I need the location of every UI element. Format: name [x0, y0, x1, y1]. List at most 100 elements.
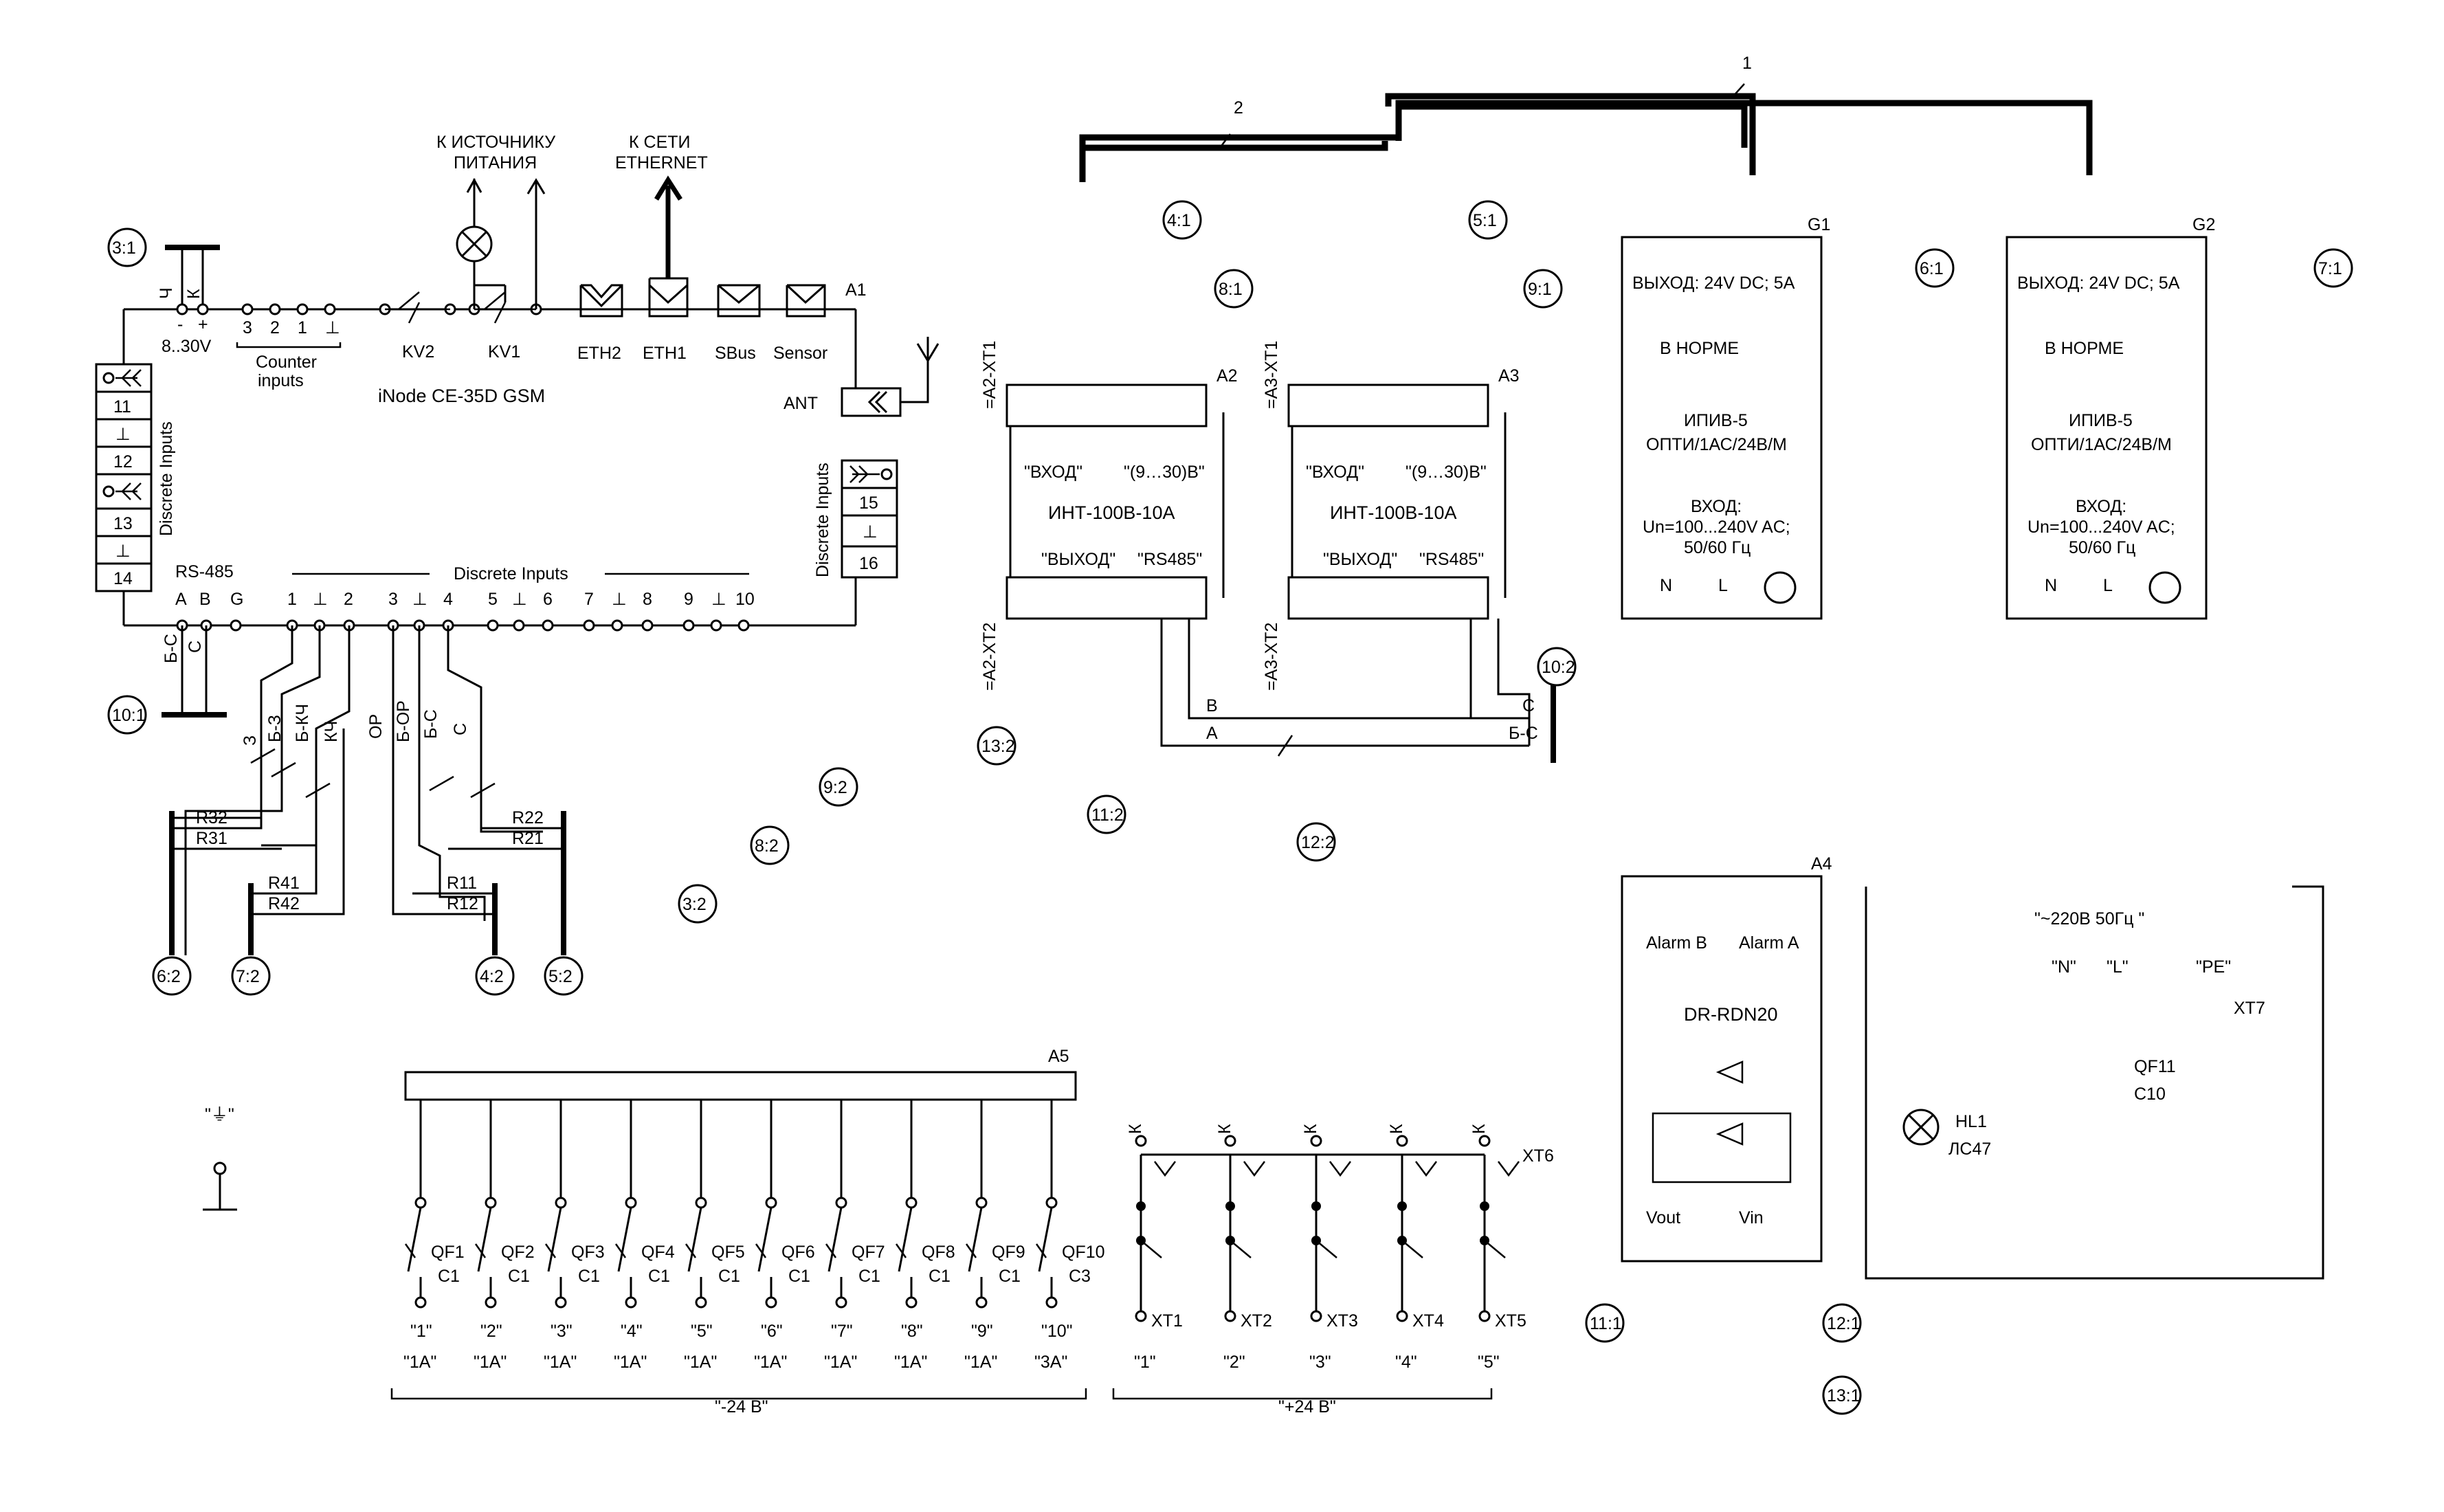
a5-ref: A5: [1048, 1047, 1069, 1066]
di-wire-bs: Б-С: [421, 709, 441, 739]
antenna: ANT: [784, 337, 940, 417]
bus-2: 2: [1079, 98, 1388, 182]
g2-ground-icon: [2148, 571, 2181, 604]
ref-7-2: 7:2: [231, 956, 271, 996]
xt6-term-5-name: XT5: [1495, 1311, 1526, 1331]
breaker-9-num: "9": [971, 1322, 993, 1341]
di-left-13: 13: [113, 514, 133, 533]
xt6-term-4: XT4"4"К: [1387, 1124, 1444, 1372]
breaker-5-name: QF5: [711, 1243, 745, 1262]
res-r21: R21: [512, 829, 544, 848]
ref-10-1-label: 10:1: [112, 706, 146, 725]
bus-1: 1: [1079, 54, 2093, 175]
a3-int-module: A3 "ВХОД" "(9…30)В" ИНТ-100В-10А "ВЫХОД"…: [1262, 341, 1520, 691]
a1-ref: A1: [845, 280, 867, 300]
mains-hl1: HL1: [1955, 1112, 1987, 1131]
di-pin-gnd-3: ⊥: [512, 590, 527, 609]
counter-label-2: inputs: [258, 371, 304, 390]
di-right-block: 15 ⊥ 16 Discrete Inputs: [813, 459, 898, 579]
source-label-2: ПИТАНИЯ: [454, 153, 537, 173]
g2-input-3: 50/60 Гц: [2069, 538, 2135, 557]
a4-alarm-a: Alarm A: [1739, 933, 1799, 953]
eth-label-1: К СЕТИ: [629, 133, 690, 152]
a1-model: iNode CE-35D GSM: [378, 386, 545, 406]
mains-pe: "PE": [2196, 957, 2231, 977]
ref-9-2: 9:2: [819, 767, 858, 807]
g2-input-1: ВХОД:: [2076, 497, 2126, 516]
g2-input-2: Un=100...240V AC;: [2028, 518, 2175, 537]
a2-range: "(9…30)В": [1124, 463, 1205, 482]
di-left-block: 11 ⊥ 12 13 ⊥ 14 Discrete Inputs: [95, 363, 176, 592]
ref-8-1: 8:1: [1214, 269, 1254, 309]
breaker-10-num: "10": [1041, 1322, 1073, 1341]
g1-output: ВЫХОД: 24V DC; 5A: [1632, 274, 1795, 293]
a3-rs485: "RS485": [1419, 550, 1484, 569]
xt6-term-5-wire: К: [1469, 1124, 1489, 1134]
breaker-7-type: C1: [858, 1267, 880, 1286]
a3-xt2: =A3-XT2: [1262, 623, 1281, 691]
ref-10-2: 10:2: [1537, 647, 1577, 687]
mains-qf11: QF11: [2134, 1057, 2176, 1076]
g1-model-1: ИПИВ-5: [1684, 411, 1748, 430]
ref-13-1-label: 13:1: [1827, 1386, 1860, 1405]
a3-input: "ВХОД": [1306, 463, 1364, 482]
di-left-14: 14: [113, 569, 133, 588]
g2-n: N: [2045, 576, 2057, 595]
di-wire-s: С: [451, 723, 470, 735]
ref-11-2: 11:2: [1087, 794, 1126, 834]
ground-label: "⏚": [205, 1105, 234, 1124]
di-right-16: 16: [859, 554, 878, 573]
a4-vin: Vin: [1739, 1208, 1764, 1227]
ref-9-1: 9:1: [1523, 269, 1563, 309]
ref-4-1-label: 4:1: [1167, 211, 1191, 230]
breaker-7-num: "7": [831, 1322, 853, 1341]
ref-4-2: 4:2: [475, 956, 515, 996]
res-group-4-2: R11 R12: [393, 874, 498, 955]
breaker-6-num: "6": [761, 1322, 783, 1341]
di-pin-7: 7: [584, 590, 594, 609]
ref-3-1-label: 3:1: [112, 238, 136, 258]
xt6-term-3-num: "3": [1309, 1353, 1331, 1372]
ref-12-2: 12:2: [1296, 822, 1336, 862]
a3-xt1: =A3-XT1: [1262, 341, 1281, 409]
ant-label: ANT: [784, 394, 818, 413]
counter-pin-2: 2: [270, 318, 280, 337]
xt6-term-4-num: "4": [1395, 1353, 1417, 1372]
rs485-wire-bs: Б-С: [162, 634, 181, 663]
g2-model-1: ИПИВ-5: [2069, 411, 2133, 430]
breaker-5-amp: "1A": [684, 1353, 717, 1372]
relay-kv2: KV2: [379, 291, 456, 362]
di-pin-gnd-2: ⊥: [412, 590, 427, 609]
xt6-term-3: XT3"3"К: [1301, 1124, 1358, 1372]
xt6-term-2-name: XT2: [1241, 1311, 1272, 1331]
a1-power-wire-red: К: [184, 289, 203, 299]
mains-qf-type: C10: [2134, 1085, 2166, 1104]
di-wire-kch: КЧ: [322, 721, 341, 742]
ref-4-1: 4:1: [1162, 200, 1202, 240]
xt6-ref: XT6: [1522, 1146, 1554, 1166]
breaker-3-amp: "1A": [544, 1353, 577, 1372]
g1-input-1: ВХОД:: [1691, 497, 1742, 516]
breaker-6-type: C1: [788, 1267, 810, 1286]
xt6-term-2-num: "2": [1223, 1353, 1245, 1372]
di-wire-bkch: Б-КЧ: [293, 704, 312, 742]
ref-3-2-label: 3:2: [682, 895, 707, 914]
mains-n: "N": [2052, 957, 2076, 977]
breaker-row: QF1C1"1""1A"QF2C1"2""1A"QF3C1"3""1A"QF4C…: [403, 1100, 1105, 1372]
rs485-pin-g: G: [230, 590, 243, 609]
ref-12-1: 12:1: [1822, 1303, 1862, 1343]
g1-l: L: [1718, 576, 1728, 595]
di-right-title: Discrete Inputs: [813, 463, 832, 577]
mains-section: "~220В 50Гц " "N" "L" "PE" QF11 C10 HL1 …: [1865, 885, 2324, 1280]
ref-3-2: 3:2: [678, 884, 718, 924]
xt6-term-2-wire: К: [1215, 1124, 1234, 1134]
g1-input-3: 50/60 Гц: [1684, 538, 1751, 557]
a2-input: "ВХОД": [1024, 463, 1082, 482]
di-pin-gnd-5: ⊥: [711, 590, 726, 609]
